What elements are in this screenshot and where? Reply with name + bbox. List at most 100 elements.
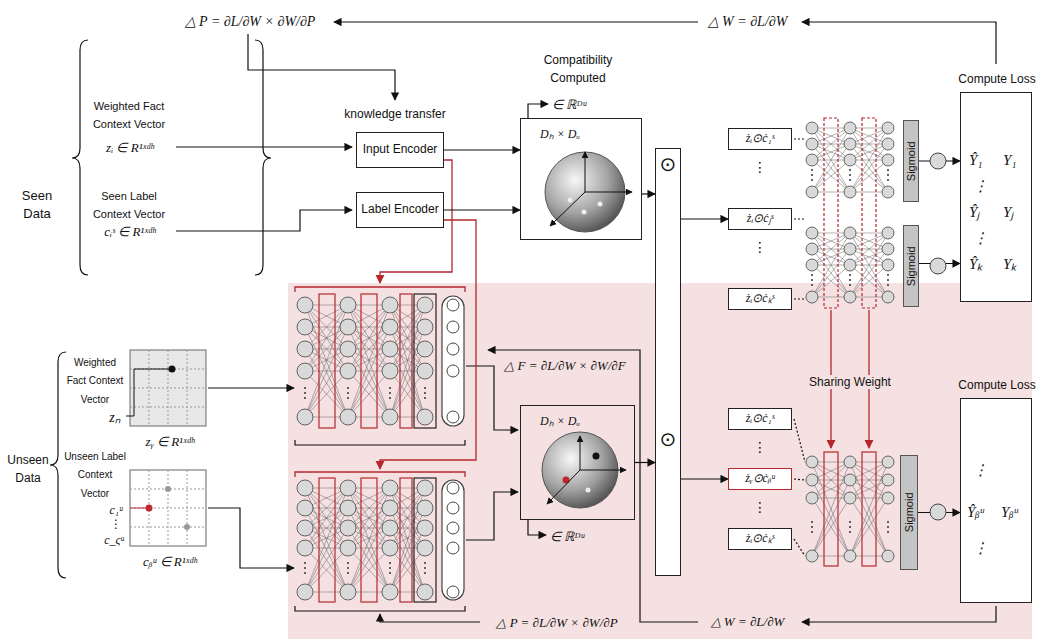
ellipsis-dot bbox=[811, 274, 813, 276]
node-text: ⋮ bbox=[973, 230, 988, 246]
neuron bbox=[844, 122, 856, 134]
ellipsis-dot bbox=[849, 521, 851, 523]
annotation-label: △ P = ∂L/∂W × ∂W/∂P bbox=[496, 615, 617, 630]
annotation-label: Seen Label Context Vector bbox=[93, 190, 165, 220]
neuron bbox=[340, 540, 356, 556]
weight-line bbox=[812, 498, 850, 556]
annotation-label: cᵢˢ ∈ R¹ˣᵈʰ bbox=[104, 224, 155, 239]
point bbox=[165, 486, 171, 492]
neuron bbox=[382, 341, 398, 357]
neuron bbox=[447, 321, 459, 333]
weight-line bbox=[812, 480, 850, 556]
weight-line bbox=[850, 498, 888, 556]
annotation-label: cᵦᵘ ∈ R¹ˣᵈʰ bbox=[143, 554, 197, 569]
neuron bbox=[844, 227, 856, 239]
neuron bbox=[844, 550, 856, 562]
node-text: ⋮ bbox=[973, 178, 988, 194]
layer-highlight bbox=[319, 294, 335, 428]
gradient-arrow bbox=[334, 21, 698, 22]
label-slot: ∈ ℝᴰᵘ bbox=[550, 527, 584, 545]
encoder-box: Label Encoder bbox=[356, 192, 444, 228]
neuron bbox=[297, 500, 313, 516]
input-arrow bbox=[208, 508, 294, 568]
shared-layer bbox=[824, 452, 838, 566]
neuron bbox=[844, 474, 856, 486]
annotation-label: △ W = ∂L/∂W bbox=[708, 14, 788, 29]
node-text: Input Encoder bbox=[363, 143, 438, 157]
neuron bbox=[297, 520, 313, 536]
layer-box bbox=[414, 294, 436, 428]
pair-vector-box: żᵢ⊙ċ₁ˢ bbox=[728, 408, 792, 430]
text-slot: Y₁ bbox=[1003, 151, 1017, 169]
ellipsis-dot bbox=[424, 567, 426, 569]
neuron bbox=[297, 319, 313, 335]
annotation-label: zᵢ ∈ R¹ˣᵈʰ bbox=[106, 140, 154, 155]
loss-box: Compute LossŶ₁Y₁⋮ŶⱼYⱼ⋮ŶₖYₖ bbox=[960, 92, 1032, 302]
ellipsis-dot bbox=[811, 179, 813, 181]
neuron bbox=[382, 363, 398, 379]
annotation-label: ⋮ bbox=[753, 439, 767, 455]
label-slot: △ W = ∂L/∂W bbox=[700, 12, 795, 30]
label-slot: zₙ bbox=[104, 408, 126, 426]
axis bbox=[550, 192, 585, 226]
weight-line bbox=[850, 144, 888, 192]
pair-vector-box: żᵢ⊙ċⱼˢ bbox=[728, 208, 792, 230]
layer-box bbox=[414, 478, 436, 602]
neuron bbox=[844, 291, 856, 303]
ellipsis-dot bbox=[347, 397, 349, 399]
weight-line bbox=[850, 462, 888, 556]
text-slot: Ŷ₁ bbox=[969, 151, 983, 169]
brace bbox=[72, 40, 88, 275]
connector bbox=[444, 209, 520, 210]
label-slot: zᵢ ∈ R¹ˣᵈʰ bbox=[88, 138, 172, 156]
label-grid bbox=[130, 470, 206, 546]
point bbox=[184, 524, 190, 530]
ellipsis-dot bbox=[304, 572, 306, 574]
weight-line bbox=[812, 160, 850, 192]
label-slot: ⋮ bbox=[104, 514, 128, 532]
ellipsis-dot bbox=[887, 521, 889, 523]
weight-line bbox=[348, 349, 390, 417]
weight-line bbox=[850, 462, 888, 556]
ellipsis-dot bbox=[811, 279, 813, 281]
ellipsis-dot bbox=[347, 562, 349, 564]
ellipsis-dot bbox=[849, 169, 851, 171]
weight-line bbox=[812, 265, 850, 297]
ellipsis-dot bbox=[811, 531, 813, 533]
text-slot: Yᵦᵘ bbox=[1001, 503, 1018, 521]
text-slot: Ŷₖ bbox=[969, 255, 982, 273]
label-slot: Seen Data bbox=[8, 186, 66, 223]
neuron bbox=[882, 456, 894, 468]
label-slot: Seen Label Context Vector bbox=[88, 186, 170, 223]
neuron bbox=[382, 584, 398, 600]
network-bracket bbox=[295, 287, 465, 292]
neuron bbox=[297, 480, 313, 496]
text-slot: Dₕ × Dᵤ bbox=[527, 124, 593, 142]
neuron bbox=[417, 341, 433, 357]
text-slot: Ŷᵦᵘ bbox=[967, 503, 984, 521]
text-slot: Yₖ bbox=[1003, 255, 1016, 273]
neuron bbox=[382, 500, 398, 516]
ellipsis-dot bbox=[849, 526, 851, 528]
label-slot: Compatibility Computed bbox=[528, 50, 628, 87]
weight-line bbox=[812, 498, 850, 556]
annotation-label: △ W = ∂L/∂W bbox=[711, 614, 785, 629]
weight-line bbox=[850, 160, 888, 192]
label-slot: Weighted Fact Context Vector bbox=[64, 352, 126, 407]
label-slot: c_ςᵘ bbox=[100, 530, 128, 548]
node-text: ⋮ bbox=[973, 462, 988, 478]
node-text: Sigmoid bbox=[905, 246, 918, 286]
weight-line bbox=[348, 528, 390, 592]
neuron bbox=[382, 319, 398, 335]
gradient-arrow bbox=[802, 606, 996, 622]
annotation-label: ⋮ bbox=[110, 517, 122, 531]
ellipsis-dot bbox=[304, 567, 306, 569]
grid-lines bbox=[130, 350, 206, 426]
annotation-label: zᵧ ∈ R¹ˣᵈʰ bbox=[146, 434, 195, 449]
neuron bbox=[447, 522, 459, 534]
encoder-box: Input Encoder bbox=[356, 132, 444, 168]
point bbox=[146, 505, 153, 512]
ellipsis-dot bbox=[849, 531, 851, 533]
neuron bbox=[417, 319, 433, 335]
ellipsis-dot bbox=[424, 387, 426, 389]
